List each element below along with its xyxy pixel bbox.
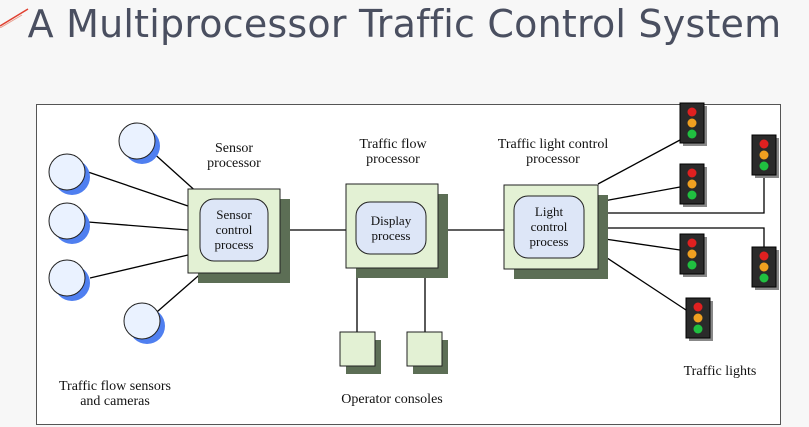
light-processor-title: Traffic light control processor — [480, 137, 626, 167]
operator-console — [339, 331, 381, 374]
sensor-processor-title-line1: Sensor — [214, 141, 254, 156]
sensor-process-line2: control — [215, 222, 253, 237]
light-processor-title-line1: Traffic light control — [497, 137, 609, 152]
sensor-process-line3: process — [214, 237, 254, 252]
traffic-light-icon — [685, 297, 713, 341]
light-link — [598, 176, 765, 214]
sensor-link — [149, 269, 206, 319]
consoles-label: Operator consoles — [341, 392, 443, 407]
traffic-light-icon — [679, 102, 707, 146]
sensor-processor-title: Sensor processor — [198, 141, 270, 171]
sensor-link — [87, 221, 189, 231]
operator-console — [406, 331, 448, 374]
light-processor-title-line2: processor — [526, 152, 580, 167]
light-process-line2: control — [530, 219, 568, 234]
flow-processor-title-line2: processor — [366, 152, 420, 167]
sensor-camera — [48, 259, 90, 301]
light-link — [597, 237, 681, 251]
sensor-camera — [123, 302, 165, 344]
display-process: Display process — [356, 213, 426, 243]
light-processor-box — [503, 184, 608, 279]
sensors-label-line1: Traffic flow sensors — [59, 379, 171, 394]
display-process-line2: process — [371, 228, 411, 243]
sensors-label: Traffic flow sensors and cameras — [40, 379, 190, 409]
sensor-link — [149, 149, 201, 196]
display-process-line1: Display — [370, 213, 412, 228]
flow-processor-title-line1: Traffic flow — [359, 137, 427, 152]
slide-title: A Multiprocessor Traffic Control System — [27, 2, 782, 46]
flow-processor-title: Traffic flow processor — [340, 137, 446, 167]
sensor-processor-box — [187, 188, 290, 283]
sensor-link — [87, 171, 189, 207]
sensor-camera — [48, 153, 90, 195]
sensors-label-line2: and cameras — [80, 394, 150, 409]
title-accent-stroke — [0, 8, 29, 28]
light-link — [598, 227, 765, 248]
traffic-light-icon — [679, 163, 707, 207]
sensor-camera — [118, 122, 160, 164]
traffic-light-icon — [751, 134, 779, 178]
light-link — [597, 251, 687, 311]
lights-label: Traffic lights — [683, 364, 757, 379]
sensor-processor-title-line2: processor — [207, 156, 261, 171]
flow-processor-box — [345, 183, 448, 278]
traffic-light-icon — [679, 233, 707, 277]
light-process-line3: process — [529, 234, 569, 249]
traffic-light-icon — [751, 246, 779, 290]
sensor-camera — [48, 202, 90, 244]
sensor-process-line1: Sensor — [216, 207, 252, 222]
light-control-process: Light control process — [514, 204, 584, 249]
light-link — [597, 186, 681, 203]
light-link — [597, 139, 681, 185]
sensor-link — [89, 254, 189, 279]
sensor-control-process: Sensor control process — [200, 207, 268, 252]
light-process-line1: Light — [534, 204, 564, 219]
